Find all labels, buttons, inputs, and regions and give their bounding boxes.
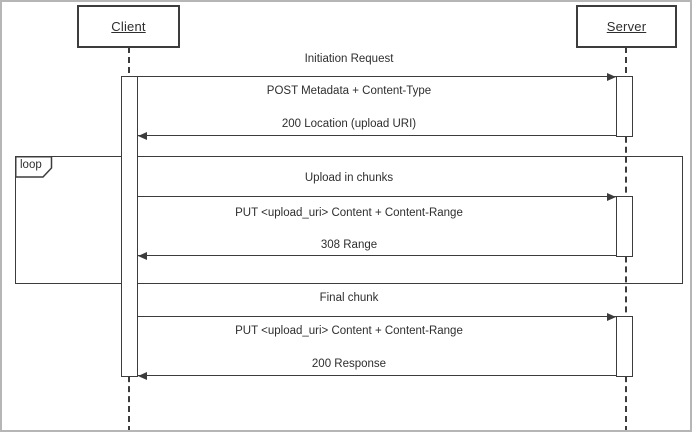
arrowhead-right-icon [607,73,616,81]
arrow-initiation-request [138,73,616,81]
client-activation-bar [121,76,138,377]
section-title-final-chunk: Final chunk [319,292,379,304]
server-activation-bar-1 [616,76,633,137]
arrow-chunk-upload-request [138,193,616,201]
server-activation-bar-3 [616,316,633,377]
message-label-200-response: 200 Response [311,358,387,370]
arrowhead-left-icon [138,252,147,260]
message-label-put-chunk: PUT <upload_uri> Content + Content-Range [235,207,463,219]
arrowhead-left-icon [138,372,147,380]
arrowhead-right-icon [607,313,616,321]
loop-operator-tab: loop [15,156,53,178]
actor-label-server: Server [606,19,647,34]
arrow-initiation-response [138,132,616,140]
message-label-200-location: 200 Location (upload URI) [281,118,417,130]
message-label-post-metadata: POST Metadata + Content-Type [266,85,432,97]
loop-operator-label: loop [20,159,42,171]
arrow-chunk-upload-response [138,252,616,260]
loop-tab-pentagon-icon [15,156,53,178]
actor-label-client: Client [111,19,146,34]
arrowhead-left-icon [138,132,147,140]
arrow-final-chunk-request [138,313,616,321]
actor-box-client: Client [77,5,180,48]
loop-fragment-frame [15,156,683,284]
actor-box-server: Server [576,5,677,48]
section-title-upload-in-chunks: Upload in chunks [304,172,394,184]
arrowhead-right-icon [607,193,616,201]
arrow-final-chunk-response [138,372,616,380]
message-label-put-final-chunk: PUT <upload_uri> Content + Content-Range [235,325,463,337]
section-title-initiation: Initiation Request [304,53,394,65]
message-label-308-range: 308 Range [320,239,378,251]
server-activation-bar-2 [616,196,633,257]
